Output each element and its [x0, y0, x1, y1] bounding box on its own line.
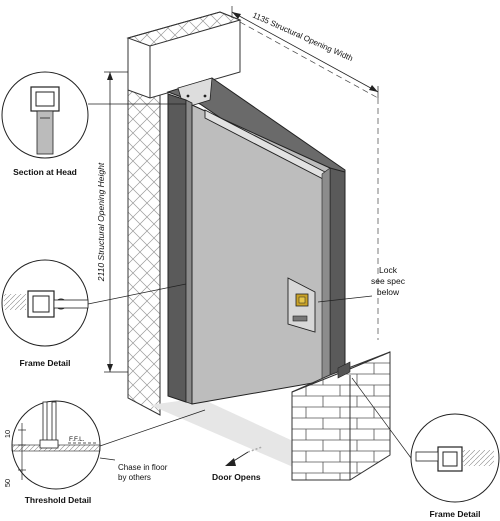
lock-label-line2: see spec: [371, 276, 406, 286]
section-head-label: Section at Head: [13, 167, 77, 177]
right-brick-pier: [291, 351, 391, 481]
frame-detail-right-label: Frame Detail: [429, 509, 480, 519]
threshold-detail: F.F.L. 10 50 Threshold Detail Chase in f…: [3, 400, 206, 505]
dim-50-label: 50: [3, 479, 12, 487]
threshold-detail-label: Threshold Detail: [25, 495, 92, 505]
lock-assembly: [287, 277, 316, 333]
chase-label-line2: by others: [118, 473, 151, 482]
left-wall: [126, 11, 242, 416]
door-leaf: [191, 104, 331, 405]
lock-label-line1: Lock: [379, 265, 398, 275]
dim-10-label: 10: [3, 430, 12, 438]
frame-detail-right: Frame Detail: [351, 377, 500, 519]
ffl-label: F.F.L.: [69, 436, 85, 443]
height-dimension: 2110 Structural Opening Height: [96, 71, 128, 373]
door-opens-label: Door Opens: [212, 472, 261, 482]
frame-detail-left-label: Frame Detail: [19, 358, 70, 368]
lock-callout: Lock see spec below: [317, 265, 406, 303]
height-dimension-label: 2110 Structural Opening Height: [96, 162, 106, 282]
section-head-detail: Section at Head: [1, 71, 186, 177]
lock-label-line3: below: [377, 287, 400, 297]
frame-detail-left: Frame Detail: [1, 259, 187, 368]
door-opens-indicator: Door Opens: [212, 446, 263, 482]
chase-label-line1: Chase in floor: [118, 463, 168, 472]
